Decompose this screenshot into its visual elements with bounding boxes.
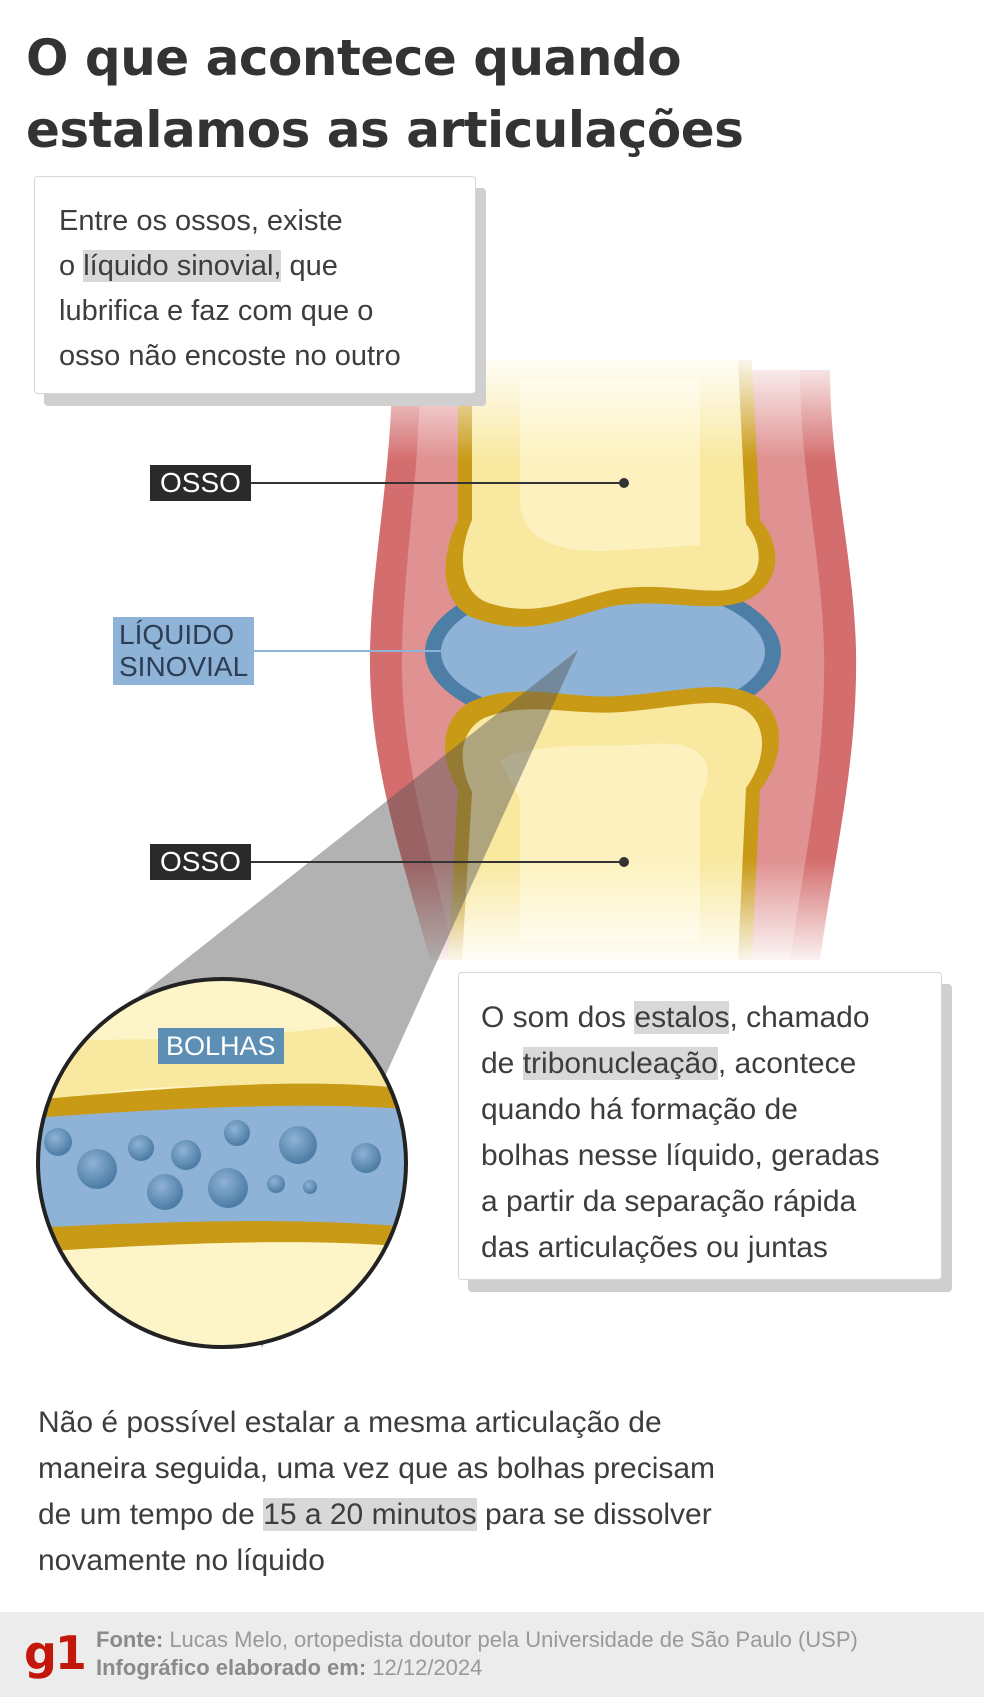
intro-line-1: Entre os ossos, existe bbox=[59, 205, 343, 237]
source-line: Fonte: Lucas Melo, ortopedista doutor pe… bbox=[96, 1626, 858, 1654]
intro-highlight-synovial: líquido sinovial, bbox=[83, 250, 282, 282]
note-line-3-pre: de um tempo de bbox=[38, 1498, 264, 1531]
label-bone-top: OSSO bbox=[150, 465, 251, 501]
bubble bbox=[147, 1174, 183, 1210]
source-credits: Fonte: Lucas Melo, ortopedista doutor pe… bbox=[96, 1626, 858, 1682]
sound-line-4: bolhas nesse líquido, geradas bbox=[481, 1139, 880, 1172]
bubble bbox=[208, 1168, 248, 1208]
bubble bbox=[224, 1120, 250, 1146]
label-synovial-fluid: LÍQUIDO SINOVIAL bbox=[113, 617, 255, 685]
sound-line-1-post: , chamado bbox=[729, 1001, 870, 1034]
intro-line-4: osso não encoste no outro bbox=[59, 340, 401, 372]
label-fluid-line-2: SINOVIAL bbox=[119, 651, 249, 682]
note-line-4: novamente no líquido bbox=[38, 1544, 325, 1577]
footer: g1 Fonte: Lucas Melo, ortopedista doutor… bbox=[0, 1612, 984, 1697]
magnifier-ring bbox=[36, 977, 408, 1349]
sound-highlight-estalos: estalos bbox=[634, 1001, 730, 1034]
sound-line-2-post: , acontece bbox=[717, 1047, 857, 1080]
source-text: Lucas Melo, ortopedista doutor pela Univ… bbox=[163, 1627, 858, 1652]
date-text: 12/12/2024 bbox=[366, 1655, 483, 1680]
bubble bbox=[171, 1140, 201, 1170]
date-label: Infográfico elaborado em: bbox=[96, 1655, 367, 1680]
intro-text: Entre os ossos, existe o líquido sinovia… bbox=[59, 199, 451, 379]
g1-logo[interactable]: g1 bbox=[24, 1626, 87, 1680]
date-line: Infográfico elaborado em: 12/12/2024 bbox=[96, 1654, 858, 1682]
sound-line-5: a partir da separação rápida bbox=[481, 1185, 857, 1218]
bubble bbox=[128, 1135, 154, 1161]
sound-highlight-tribonucleacao: tribonucleação bbox=[522, 1047, 718, 1080]
note-line-1: Não é possível estalar a mesma articulaç… bbox=[38, 1406, 662, 1439]
sound-line-1-pre: O som dos bbox=[481, 1001, 635, 1034]
sound-line-3: quando há formação de bbox=[481, 1093, 798, 1126]
bubble bbox=[77, 1149, 117, 1189]
label-bubbles: BOLHAS bbox=[158, 1028, 284, 1064]
bubble bbox=[44, 1128, 72, 1156]
bubble bbox=[279, 1126, 317, 1164]
sound-line-2-pre: de bbox=[481, 1047, 523, 1080]
bubble bbox=[351, 1143, 381, 1173]
title-line-1: O que acontece quando bbox=[26, 29, 682, 87]
label-bone-bottom: OSSO bbox=[150, 844, 251, 880]
label-fluid-line-1: LÍQUIDO bbox=[119, 619, 235, 650]
intro-callout: Entre os ossos, existe o líquido sinovia… bbox=[34, 176, 476, 394]
source-label: Fonte: bbox=[96, 1627, 164, 1652]
note-highlight-minutes: 15 a 20 minutos bbox=[263, 1498, 477, 1531]
bubble bbox=[303, 1180, 317, 1194]
note-line-3-post: para se dissolver bbox=[476, 1498, 712, 1531]
intro-line-3: lubrifica e faz com que o bbox=[59, 295, 374, 327]
intro-line-2-pre: o bbox=[59, 250, 84, 282]
sound-text: O som dos estalos, chamado de tribonucle… bbox=[481, 995, 919, 1271]
title-line-2: estalamos as articulações bbox=[26, 101, 744, 159]
sound-callout: O som dos estalos, chamado de tribonucle… bbox=[458, 972, 942, 1280]
note-line-2: maneira seguida, uma vez que as bolhas p… bbox=[38, 1452, 716, 1485]
bubble bbox=[267, 1175, 285, 1193]
dissolve-note: Não é possível estalar a mesma articulaç… bbox=[38, 1400, 938, 1584]
intro-line-2-post: que bbox=[281, 250, 338, 282]
bubble-group bbox=[44, 1120, 381, 1210]
page-title: O que acontece quando estalamos as artic… bbox=[26, 22, 966, 166]
sound-line-6: das articulações ou juntas bbox=[481, 1231, 828, 1264]
